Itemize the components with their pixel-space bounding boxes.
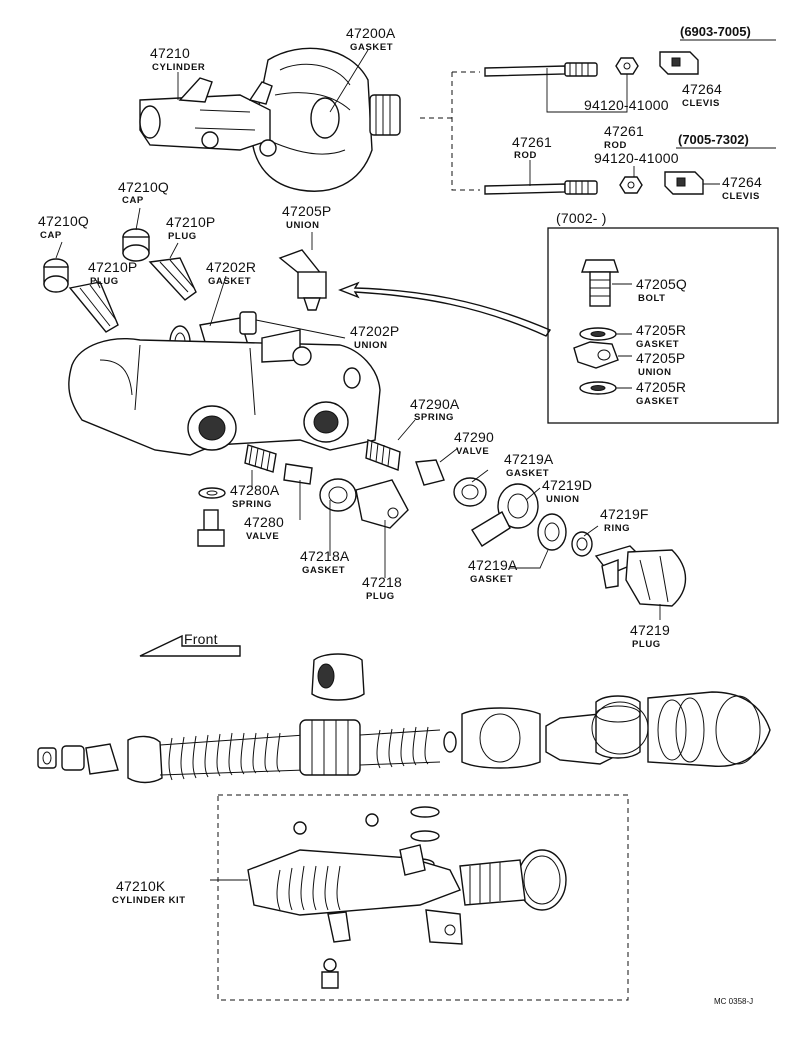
callout-labels: (6903-7005) (7005-7302) (7002- ) 47210 C… [38,24,776,1006]
variant-label-7005-7302: (7005-7302) [678,132,749,147]
callout-47210-name: CYLINDER [152,62,205,73]
callout-47264a-name: CLEVIS [682,98,720,109]
callout-94120b-number: 94120-41000 [594,150,679,166]
callout-47205Rb-number: 47205R [636,379,686,395]
callout-47205Rb-name: GASKET [636,396,679,407]
callout-47219D-name: UNION [546,494,580,505]
callout-47219Ab-number: 47219A [468,557,518,573]
front-arrow: Front [139,631,241,657]
callout-47219Ab-name: GASKET [470,574,513,585]
callout-47202R-number: 47202R [206,259,256,275]
callout-47210Pb-name: PLUG [90,276,119,287]
variant-label-6903-7005: (6903-7005) [680,24,751,39]
callout-47210Qb-number: 47210Q [38,213,89,229]
callout-47290A-number: 47290A [410,396,460,412]
callout-47261b-name: ROD [514,150,537,161]
diagram-code: MC 0358-J [714,997,753,1006]
callout-47205Pb-name: UNION [638,367,672,378]
callout-47280A-number: 47280A [230,482,280,498]
callout-47202R-name: GASKET [208,276,251,287]
callout-47205Ra-name: GASKET [636,339,679,350]
internal-parts-row [37,653,771,784]
callout-47219F-name: RING [604,523,630,534]
callout-47210-number: 47210 [150,45,190,61]
union-bolt-box [547,227,779,424]
callout-47200A-number: 47200A [346,25,396,41]
callout-47210Pb-number: 47210P [88,259,137,275]
callout-47210Pa-name: PLUG [168,231,197,242]
cylinder-kit-box [210,794,629,1001]
callout-47218A-number: 47218A [300,548,350,564]
callout-47264b-number: 47264 [722,174,762,190]
callout-47205Pa-number: 47205P [282,203,331,219]
callout-47205Ra-number: 47205R [636,322,686,338]
union-47219D-group [453,469,687,620]
caps-and-plugs [43,207,197,333]
callout-47280A-name: SPRING [232,499,272,510]
callout-47219-name: PLUG [632,639,661,650]
callout-47280-name: VALVE [246,531,279,542]
push-rod-variants [420,51,720,195]
brake-booster-assembly [139,47,401,192]
callout-47264b-name: CLEVIS [722,191,760,202]
callout-47219D-number: 47219D [542,477,592,493]
valves-springs [197,419,459,578]
callout-47218A-name: GASKET [302,565,345,576]
kit-box-label: (7002- ) [556,210,607,226]
callout-47219F-number: 47219F [600,506,649,522]
callout-47219Aa-name: GASKET [506,468,549,479]
callout-47210Qb-name: CAP [40,230,62,241]
callout-47200A-name: GASKET [350,42,393,53]
callout-47290A-name: SPRING [414,412,454,423]
callout-47205Pa-name: UNION [286,220,320,231]
union-47205P [278,232,327,311]
callout-47202P-number: 47202P [350,323,399,339]
callout-47290-number: 47290 [454,429,494,445]
callout-47261b-number: 47261 [512,134,552,150]
callout-47205Q-number: 47205Q [636,276,687,292]
front-label: Front [184,631,218,647]
callout-47210K-number: 47210K [116,878,166,894]
callout-47219-number: 47219 [630,622,670,638]
callout-47264a-number: 47264 [682,81,722,97]
callout-47261a-number: 47261 [604,123,644,139]
callout-47218-number: 47218 [362,574,402,590]
callout-47210K-name: CYLINDER KIT [112,895,186,906]
master-cylinder-body [68,329,381,456]
callout-47280-number: 47280 [244,514,284,530]
callout-47202P-name: UNION [354,340,388,351]
callout-47210Qa-name: CAP [122,195,144,206]
callout-47261a-name: ROD [604,140,627,151]
callout-47210Pa-number: 47210P [166,214,215,230]
callout-94120a-number: 94120-41000 [584,97,669,113]
callout-47210Qa-number: 47210Q [118,179,169,195]
callout-47218-name: PLUG [366,591,395,602]
callout-47219Aa-number: 47219A [504,451,554,467]
callout-47290-name: VALVE [456,446,489,457]
callout-47205Q-name: BOLT [638,293,666,304]
callout-47205Pb-number: 47205P [636,350,685,366]
